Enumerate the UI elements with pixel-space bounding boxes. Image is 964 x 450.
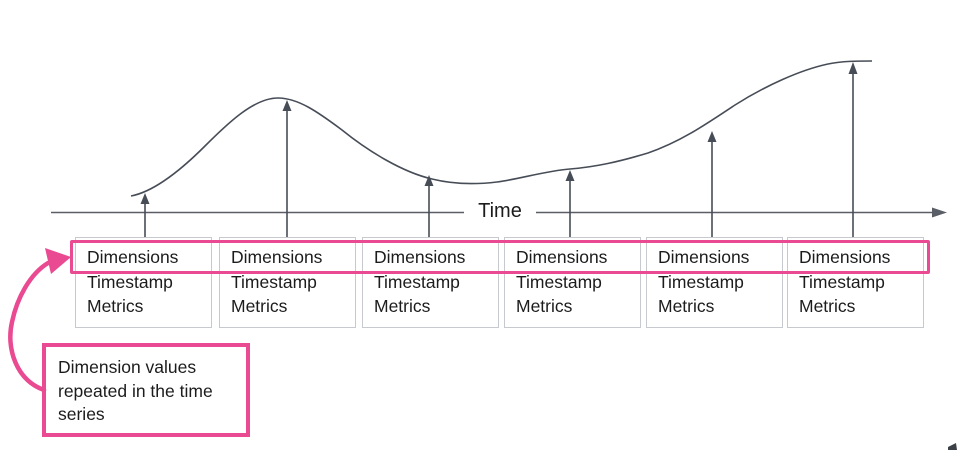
cursor-artifact-mark bbox=[948, 443, 957, 450]
record-field-metrics: Metrics bbox=[374, 296, 431, 316]
record-box: Dimensions Timestamp Metrics bbox=[504, 237, 641, 328]
record-field-timestamp: Timestamp bbox=[87, 271, 173, 292]
record-field-dimensions: Dimensions bbox=[87, 247, 179, 267]
record-field-dimensions: Dimensions bbox=[231, 247, 323, 267]
record-box: Dimensions Timestamp Metrics bbox=[362, 237, 499, 328]
record-box: Dimensions Timestamp Metrics bbox=[219, 237, 356, 328]
sample-arrow bbox=[707, 131, 717, 237]
record-field-metrics: Metrics bbox=[87, 296, 144, 316]
record-field-timestamp: Timestamp bbox=[658, 271, 744, 292]
record-field-metrics: Metrics bbox=[658, 296, 715, 316]
sample-arrow bbox=[140, 193, 150, 237]
record-field-timestamp: Timestamp bbox=[374, 271, 460, 292]
record-field-dimensions: Dimensions bbox=[516, 247, 608, 267]
record-field-dimensions: Dimensions bbox=[658, 247, 750, 267]
record-field-timestamp: Timestamp bbox=[231, 271, 317, 292]
annotation-arrowhead-icon bbox=[45, 248, 71, 274]
sample-arrow bbox=[848, 62, 858, 237]
record-field-metrics: Metrics bbox=[516, 296, 573, 316]
record-field-metrics: Metrics bbox=[799, 296, 856, 316]
time-axis-label: Time bbox=[478, 200, 522, 222]
record-field-dimensions: Dimensions bbox=[799, 247, 891, 267]
record-field-dimensions: Dimensions bbox=[374, 247, 466, 267]
record-field-timestamp: Timestamp bbox=[799, 271, 885, 292]
record-field-metrics: Metrics bbox=[231, 296, 288, 316]
record-field-timestamp: Timestamp bbox=[516, 271, 602, 292]
timeseries-curve bbox=[130, 60, 873, 197]
sample-arrow bbox=[282, 100, 292, 237]
sample-arrow bbox=[424, 175, 434, 237]
record-box: Dimensions Timestamp Metrics bbox=[75, 237, 212, 328]
time-axis-arrowhead-icon bbox=[932, 207, 947, 218]
dimensions-row-highlight bbox=[70, 240, 930, 274]
record-box: Dimensions Timestamp Metrics bbox=[646, 237, 783, 328]
sample-arrow bbox=[565, 170, 575, 237]
record-box: Dimensions Timestamp Metrics bbox=[787, 237, 924, 328]
annotation-callout: Dimension values repeated in the time se… bbox=[42, 343, 250, 437]
